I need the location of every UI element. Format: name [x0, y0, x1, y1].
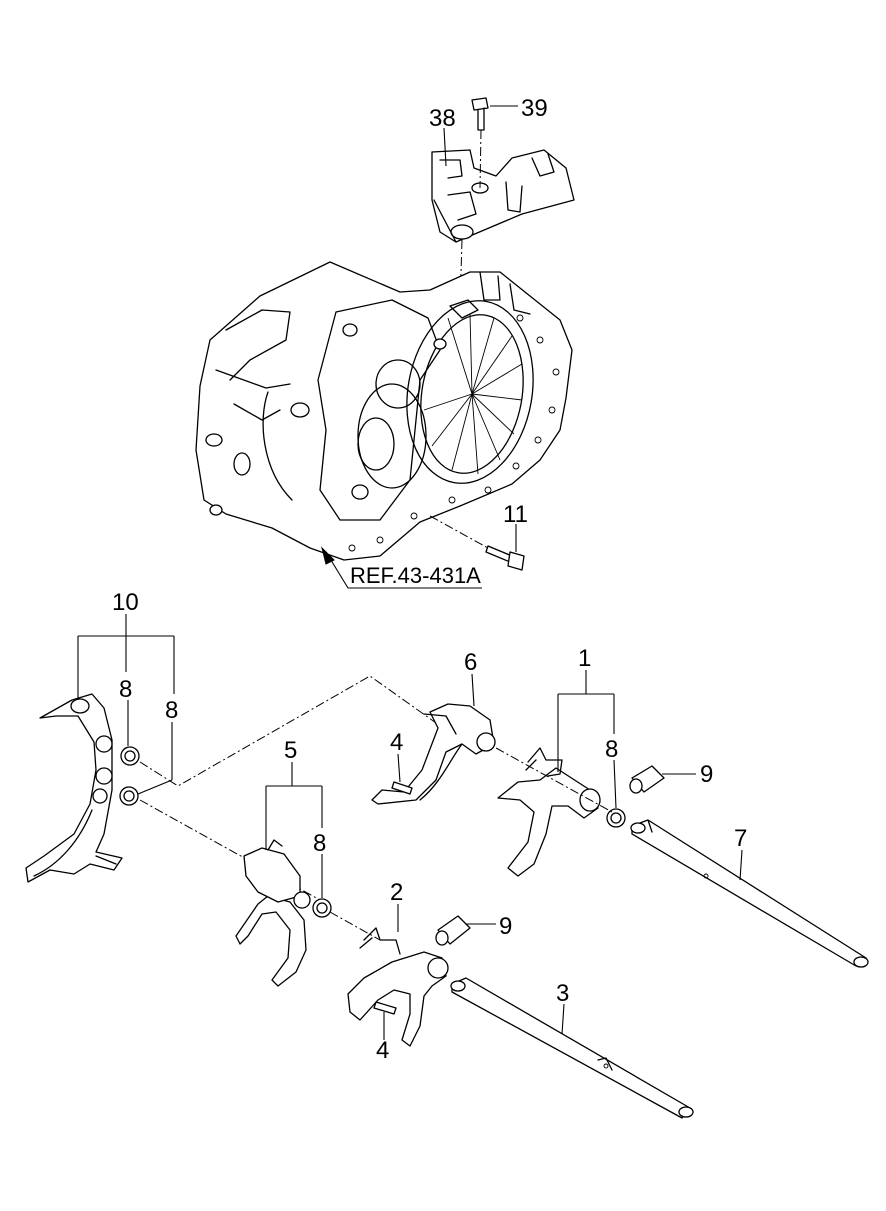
reference-pointer	[321, 546, 482, 589]
label-7: 7	[734, 825, 747, 852]
shift-fork-part-1	[497, 747, 601, 877]
axis-5-to-2	[329, 911, 381, 941]
plug-part-9a	[629, 765, 665, 794]
bushing-part-8a	[120, 746, 140, 766]
bushing-part-8d	[312, 898, 332, 918]
label-4-a: 4	[390, 729, 403, 756]
leader-lines	[77, 105, 743, 1040]
label-9-a: 9	[700, 761, 713, 788]
case-ribs	[423, 313, 523, 475]
label-1: 1	[578, 645, 591, 672]
label-8-b: 8	[165, 697, 178, 724]
bolt-part-11	[485, 545, 525, 571]
label-3: 3	[556, 980, 569, 1007]
label-11: 11	[503, 501, 528, 528]
bolt-11-axis	[429, 515, 489, 549]
label-10: 10	[112, 589, 139, 616]
reference-label: REF.43-431A	[350, 563, 481, 588]
axis-6-to-1	[495, 747, 613, 813]
pin-part-4b	[373, 1001, 397, 1015]
label-2: 2	[390, 879, 403, 906]
shift-fork-part-10	[25, 693, 123, 883]
shift-rod-part-3	[450, 977, 694, 1119]
shift-fork-part-5	[235, 839, 311, 987]
label-39: 39	[521, 95, 548, 122]
bushing-part-8b	[119, 786, 139, 806]
bushing-part-8c	[606, 808, 626, 828]
shift-fork-part-2	[347, 927, 449, 1047]
bolt-part-39	[471, 97, 489, 131]
bolt-39-axis	[479, 129, 482, 189]
case-flange-bolts	[348, 314, 560, 552]
pin-part-4a	[391, 781, 413, 795]
label-8-d: 8	[313, 830, 326, 857]
shift-rod-part-7	[630, 819, 869, 968]
axis-10-to-6	[139, 675, 461, 787]
plug-part-9b	[435, 915, 471, 946]
label-4-b: 4	[376, 1037, 389, 1064]
label-8-c: 8	[605, 736, 618, 763]
label-38: 38	[429, 105, 456, 132]
label-9-b: 9	[499, 913, 512, 940]
label-8-a: 8	[119, 676, 132, 703]
label-6: 6	[464, 649, 477, 676]
bracket-part-38	[431, 149, 575, 243]
part-labels: 38 39 11 10 8 8 6 4 1 8 9 5 8 7 2 9 3 4 …	[112, 95, 747, 1064]
transaxle-case	[195, 261, 573, 561]
label-5: 5	[284, 737, 297, 764]
shift-fork-part-6	[371, 703, 496, 805]
